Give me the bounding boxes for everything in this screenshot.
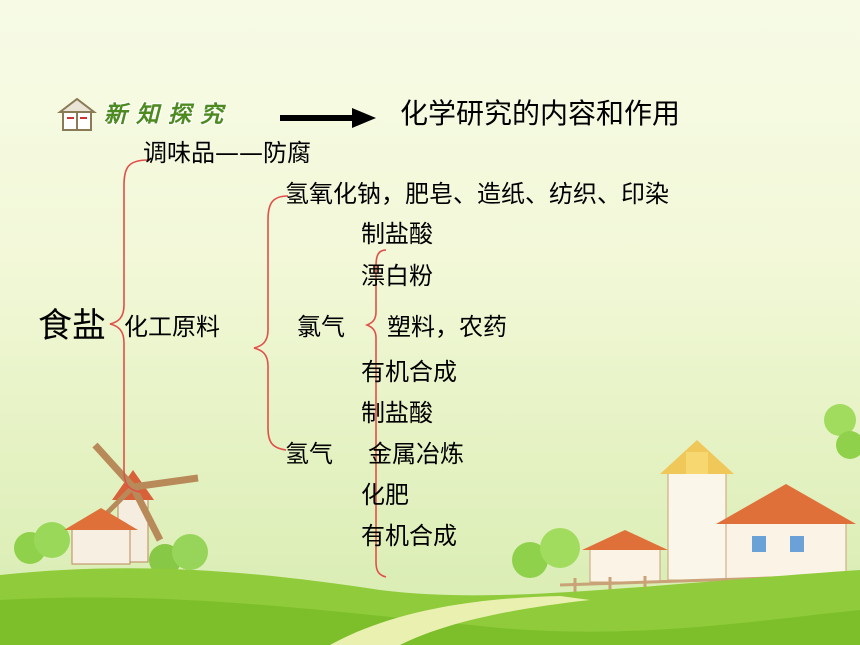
book-icon	[57, 97, 97, 131]
hydrogen-use: 有机合成	[361, 522, 457, 550]
node-chemical-material: 化工原料	[124, 313, 220, 341]
chlorine-use: 漂白粉	[361, 262, 433, 290]
section-badge-label: 新知探究	[104, 102, 232, 128]
root-salt: 食盐	[38, 306, 106, 346]
arrow-right-icon	[280, 108, 376, 128]
chlorine-use: 制盐酸	[361, 220, 433, 248]
hydrogen-use: 化肥	[361, 481, 409, 509]
node-sodium-hydroxide: 氢氧化钠，肥皂、造纸、纺织、印染	[285, 180, 669, 208]
cottage	[582, 440, 856, 583]
chlorine-use: 有机合成	[361, 358, 457, 386]
node-hydrogen: 氢气	[285, 440, 333, 468]
hydrogen-use: 金属冶炼	[368, 440, 464, 468]
path	[330, 596, 590, 645]
chlorine-use: 塑料，农药	[387, 313, 507, 341]
chlorine-use: 制盐酸	[361, 399, 433, 427]
slide-title: 化学研究的内容和作用	[400, 97, 681, 130]
node-chlorine: 氯气	[297, 313, 345, 341]
node-seasoning: 调味品——防腐	[143, 139, 311, 167]
